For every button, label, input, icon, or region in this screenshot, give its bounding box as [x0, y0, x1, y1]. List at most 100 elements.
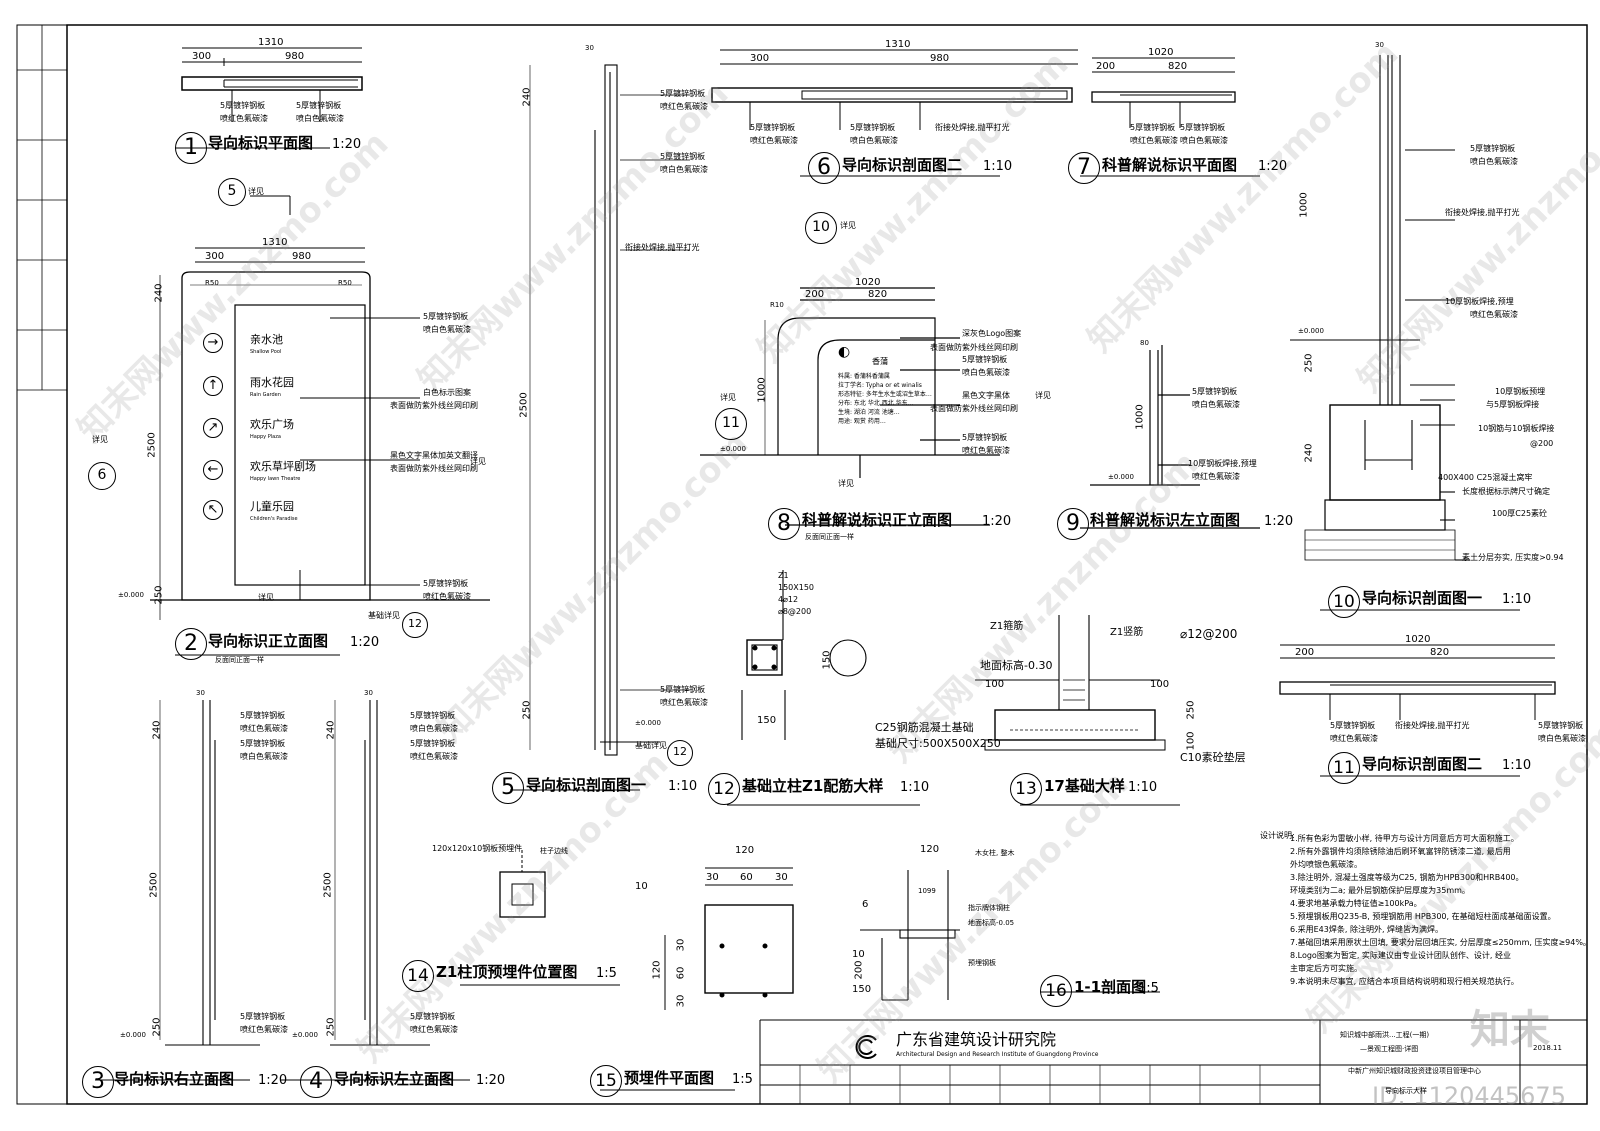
- drawing-number: 9: [1057, 508, 1089, 540]
- dim-30: 30: [675, 938, 687, 952]
- drawing-number: 8: [768, 508, 800, 540]
- label-see: 详见: [720, 393, 736, 402]
- drawing-scale: 1:10: [983, 159, 1013, 174]
- dim-2010: 2500: [518, 392, 530, 418]
- label-paint: 喷红色氟碳漆: [660, 102, 708, 111]
- drawing-subtitle: 反面同正面一样: [805, 533, 854, 541]
- label-paint: 喷白色氟碳漆: [410, 724, 458, 733]
- label-weld: 衔接处焊接,抛平打光: [625, 243, 700, 252]
- drawing-scale: 1:20: [476, 1073, 506, 1088]
- label-plate: 5厚镀锌钢板: [423, 312, 469, 321]
- label-paint: 喷白色氟碳漆: [1192, 400, 1240, 409]
- label-paint: 喷红色氟碳漆: [1330, 734, 1378, 743]
- project-name: 知识城中部雨洪...工程(一期): [1340, 1031, 1430, 1039]
- logo-placeholder-icon: ◐: [838, 344, 851, 360]
- dim-200: 200: [853, 960, 865, 980]
- drawing-title: 科普解说标识正立面图: [802, 511, 953, 529]
- label-z1-bottom: Z1箍筋: [990, 621, 1024, 632]
- drawing-number: 5: [492, 772, 524, 804]
- dim-10: 10: [635, 881, 648, 892]
- label-level: 地面标高-0.05: [968, 919, 1015, 927]
- label-plate: 5厚镀锌钢板: [410, 1012, 456, 1021]
- label-zero: ±0.000: [1298, 327, 1324, 335]
- institute-name: 广东省建筑设计研究院: [896, 1030, 1057, 1049]
- institute-logo: [855, 1035, 877, 1059]
- drawing-5-section: [510, 64, 690, 791]
- destination-name-en: Happy Plaza: [250, 434, 281, 440]
- drawing-title: 1-1剖面图: [1074, 978, 1147, 996]
- note-line: 3.除注明外, 混凝土强度等级为C25, 钢筋为HPB300和HRB400。: [1290, 873, 1524, 882]
- drawing-title: 导向标识剖面图一: [526, 776, 647, 794]
- label-weld: 衔接处焊接,抛平打光: [935, 123, 1010, 132]
- dim-820: 820: [868, 289, 888, 300]
- note-line: 5.预埋钢板用Q235-B, 预埋钢筋用 HPB300, 在基础短柱面成基础面设…: [1290, 912, 1556, 921]
- label-plate: 5厚镀锌钢板: [660, 685, 706, 694]
- dim-980: 980: [292, 251, 312, 262]
- drawing-scale: 1:20: [1264, 514, 1294, 529]
- note-line: 8.Logo图案为暂定, 实际建议由专业设计团队创作、设计, 经业: [1290, 951, 1511, 960]
- dim-80: 80: [1140, 339, 1149, 347]
- label-plate: 5厚镀锌钢板: [962, 433, 1008, 442]
- destination-name: 儿童乐园: [250, 500, 294, 513]
- label-paint: 喷白色氟碳漆: [240, 752, 288, 761]
- dim-1000: 1000: [1134, 404, 1146, 430]
- dim-60: 60: [675, 966, 687, 980]
- drawing-date: 2018.11: [1533, 1044, 1562, 1052]
- dim-2010: 2500: [148, 872, 160, 898]
- destination-name-en: Shallow Pool: [250, 349, 282, 355]
- dim-1020: 1020: [855, 277, 881, 288]
- dim-980: 980: [285, 51, 305, 62]
- watermark-id: ID: 1120445675: [1372, 1082, 1566, 1110]
- note-line: 7.基础回填采用原状土回填, 要求分层回填压实, 分层厚度≤250mm, 压实度…: [1290, 938, 1591, 947]
- label-print: 表面做防紫外线丝网印刷: [390, 464, 478, 473]
- label-paint: 喷红色氟碳漆: [423, 592, 471, 601]
- label-c25pad: 100厚C25素砼: [1492, 509, 1548, 518]
- dim-200: 200: [1096, 61, 1116, 72]
- drawing-title: 17基础大样: [1044, 777, 1125, 795]
- dim-250: 250: [1185, 700, 1197, 720]
- dim-250: 250: [153, 585, 165, 605]
- label-weld: 衔接处焊接,抛平打光: [1445, 208, 1520, 217]
- label-paint: 喷白色氟碳漆: [1538, 734, 1586, 743]
- label-found: C25钢筋混凝土基础: [875, 721, 974, 734]
- label-bar12: ⌀12@200: [1180, 627, 1238, 641]
- drawing-title: 导向标识剖面图二: [1362, 755, 1483, 773]
- label-paint: 喷红色氟碳漆: [962, 446, 1010, 455]
- dim-240: 240: [151, 720, 163, 740]
- label-paint: 喷白色氟碳漆: [962, 368, 1010, 377]
- drawing-name: 导向标示大样: [1385, 1087, 1427, 1095]
- dim-30: 30: [706, 872, 719, 883]
- label-plate: 5厚镀锌钢板: [240, 739, 286, 748]
- label-paint: 喷白色氟碳漆: [660, 165, 708, 174]
- drawing-title: 导向标识正立面图: [208, 632, 329, 650]
- dim-250: 250: [151, 1017, 163, 1037]
- note-line: 环境类别为二a; 最外层钢筋保护层厚度为35mm。: [1290, 886, 1470, 895]
- label-plate10: 10厚钢板焊接,预埋: [1188, 459, 1257, 468]
- label-see: 详见: [248, 187, 264, 196]
- label-rebar-weld: 与5厚钢板焊接: [1486, 400, 1540, 409]
- dim-2010: 2500: [322, 872, 334, 898]
- drawing-number: 1: [175, 132, 207, 164]
- drawing-scale: 1:5: [1138, 981, 1159, 996]
- label-see: 详见: [258, 593, 274, 602]
- drawing-scale: 1:10: [668, 779, 698, 794]
- dim-150: 150: [852, 984, 872, 995]
- drawing-number: 12: [708, 773, 740, 805]
- drawing-title: 导向标识剖面图一: [1362, 589, 1483, 607]
- label-paint: 喷红色氟碳漆: [1192, 472, 1240, 481]
- drawing-subtitle: 反面同正面一样: [215, 656, 264, 664]
- drawing-number: 4: [300, 1066, 332, 1098]
- destination-name: 雨水花园: [250, 376, 294, 389]
- label-plate: 5厚镀锌钢板: [410, 739, 456, 748]
- drawing-scale: 1:20: [350, 635, 380, 650]
- client-name: 中新广州知识城财政投资建设项目管理中心: [1348, 1067, 1481, 1075]
- callout-12: 12: [667, 740, 693, 766]
- label-paint: 喷红色氟碳漆: [660, 698, 708, 707]
- direction-arrow-icon: ↗: [203, 418, 223, 438]
- dim-250: 250: [521, 700, 533, 720]
- label-print: 表面做防紫外线丝网印刷: [390, 401, 478, 410]
- label-plate: 5厚镀锌钢板: [660, 89, 706, 98]
- note-line: 6.采用E43焊条, 除注明外, 焊缝皆为满焊。: [1290, 925, 1444, 934]
- design-notes: 1.所有色彩为雷敏小样, 待甲方与设计方同意后方可大面积施工。2.所有外露钢件均…: [1290, 832, 1591, 988]
